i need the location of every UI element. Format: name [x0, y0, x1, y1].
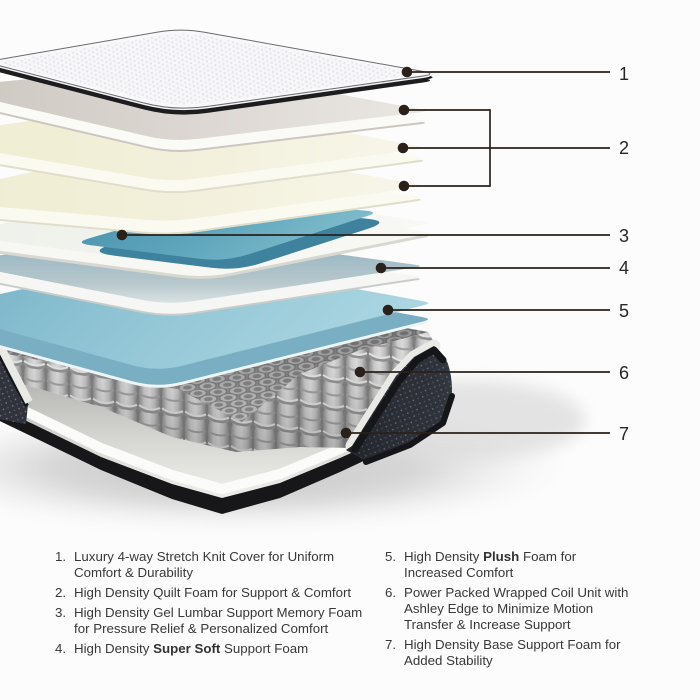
- svg-text:7: 7: [619, 424, 629, 444]
- svg-text:4: 4: [619, 258, 629, 278]
- svg-text:3: 3: [619, 226, 629, 246]
- svg-text:5: 5: [619, 301, 629, 321]
- svg-text:2: 2: [619, 138, 629, 158]
- svg-text:1: 1: [619, 64, 629, 84]
- svg-text:6: 6: [619, 363, 629, 383]
